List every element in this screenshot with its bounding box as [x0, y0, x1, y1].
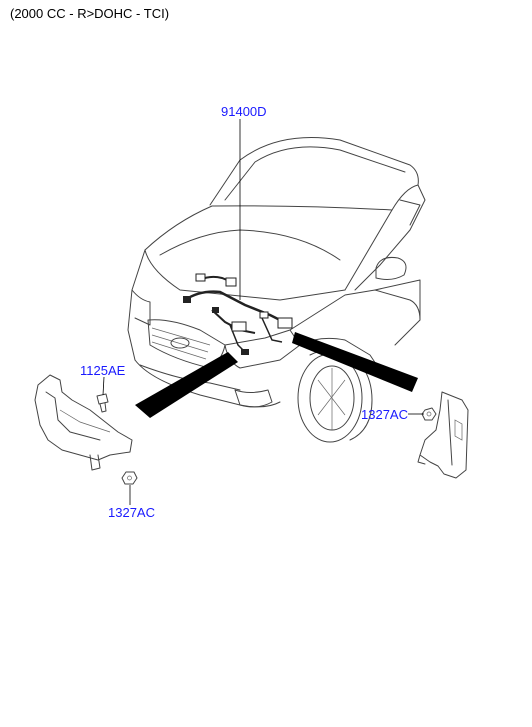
right-bracket	[417, 391, 469, 479]
engine-spec-title: (2000 CC - R>DOHC - TCI)	[10, 6, 170, 21]
left-bracket	[34, 374, 133, 471]
leader-line-1125AE	[102, 376, 105, 396]
part-label-1327AC-right[interactable]: 1327AC	[361, 407, 408, 422]
nut-1327AC-right[interactable]	[421, 407, 437, 421]
part-label-1327AC-bottom[interactable]: 1327AC	[108, 505, 155, 520]
callout-band-left	[135, 352, 238, 418]
bolt-1125AE[interactable]	[96, 393, 109, 413]
part-label-91400D[interactable]: 91400D	[221, 104, 267, 119]
wiring-harness-91400D[interactable]	[183, 273, 293, 355]
nut-1327AC-bottom[interactable]	[121, 471, 138, 485]
part-label-1125AE[interactable]: 1125AE	[80, 363, 126, 378]
callout-band-right	[292, 332, 418, 392]
